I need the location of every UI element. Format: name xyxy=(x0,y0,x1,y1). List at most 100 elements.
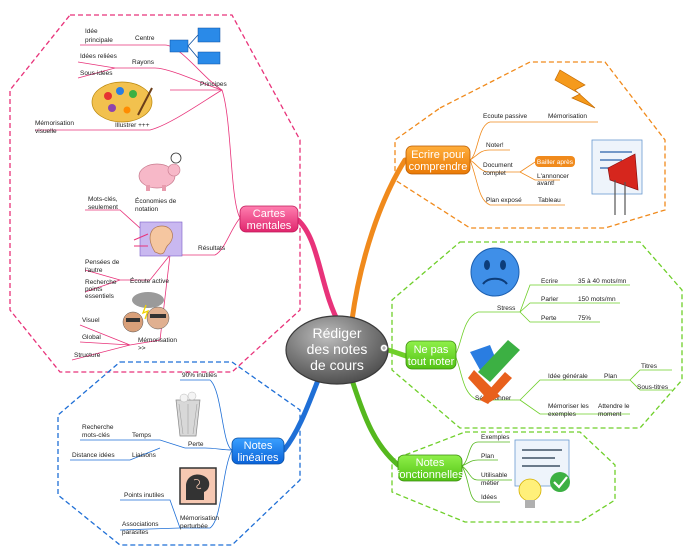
inutiles-label: 90% inutiles xyxy=(182,372,218,379)
cartes-mentales-node[interactable]: Cartes mentales xyxy=(239,205,299,233)
perte-value: 75% xyxy=(578,315,591,322)
illustrer-label: Illustrer +++ xyxy=(115,122,150,129)
connector-cartes xyxy=(295,217,343,328)
palette-icon xyxy=(91,81,153,123)
center-line-3: de cours xyxy=(310,357,364,373)
nepas-title-l2: tout noter xyxy=(408,356,455,368)
recherche-points-l1: Recherche xyxy=(85,279,117,286)
fonctionnelles-title-l1: Notes xyxy=(416,457,445,469)
recherche-points-l3: essentiels xyxy=(85,293,115,300)
fonctionnelles-group-outline xyxy=(391,431,616,523)
ecoute-passive-label: Ecoute passive xyxy=(483,113,527,120)
centre-label: Centre xyxy=(135,35,155,42)
memoriser-l2: exemples xyxy=(548,411,577,418)
memorisation-visuelle-l1: Mémorisation xyxy=(35,120,74,127)
brain-storm-icon xyxy=(122,292,170,333)
economies-l2: notation xyxy=(135,206,159,213)
ecrire-memorisation-label: Mémorisation xyxy=(548,113,587,120)
exemples-label: Exemples xyxy=(481,434,510,441)
stress-label: Stress xyxy=(497,305,516,312)
bailler-apres-bubble: Bailler après xyxy=(535,156,575,167)
nepas-group-outline xyxy=(391,241,683,429)
lineaires-title-l2: linéaires xyxy=(238,452,279,464)
rayons-label: Rayons xyxy=(132,59,155,66)
notes-fonctionnelles-node[interactable]: Notes fonctionnelles xyxy=(396,454,464,482)
recherche-points-l2: points xyxy=(85,286,103,293)
fonctionnelles-lines xyxy=(461,441,512,503)
sad-face-icon xyxy=(470,247,520,297)
idee-principale-l2: principale xyxy=(85,37,113,44)
lineaires-lines xyxy=(70,379,233,531)
fonction-plan-label: Plan xyxy=(481,453,494,460)
points-inutiles-label: Points inutiles xyxy=(124,492,165,499)
connector-ecrire xyxy=(349,157,408,323)
structure-label: Structure xyxy=(74,352,101,359)
principes-label: Principes xyxy=(200,81,227,88)
associations-l2: parasites xyxy=(122,529,149,536)
parler-value: 150 mots/mn xyxy=(578,296,616,303)
cartes-title-l2: mentales xyxy=(247,220,292,232)
memorisation-perturbee-l2: perturbée xyxy=(180,523,208,530)
perte-label: Perte xyxy=(188,441,204,448)
utilisable-l2: métier xyxy=(481,480,500,487)
ecrire-group-outline xyxy=(394,61,666,229)
sous-idees-label: Sous-idées xyxy=(80,70,113,77)
mots-cles-l1: Mots-clés, xyxy=(88,196,118,203)
attendre-l2: moment xyxy=(598,411,622,418)
notes-lineaires-node[interactable]: Notes linéaires xyxy=(231,437,285,465)
wastebasket-icon xyxy=(175,391,201,437)
cartes-title-l1: Cartes xyxy=(253,208,286,220)
parler-label: Parler xyxy=(541,296,559,303)
memorisation-perturbee-l1: Mémorisation xyxy=(180,515,219,522)
tableau-label: Tableau xyxy=(538,197,561,204)
document-l2: complet xyxy=(483,170,506,177)
ear-icon xyxy=(133,221,183,257)
resultats-label: Résultats xyxy=(198,245,226,252)
document-lightbulb-icon xyxy=(514,439,570,508)
ecoute-active-label: Écoute active xyxy=(130,276,169,285)
center-line-1: Rédiger xyxy=(312,325,361,341)
ecrire-label: Ecrire xyxy=(541,278,558,285)
visuel-label: Visuel xyxy=(82,317,100,324)
lineaires-title-l1: Notes xyxy=(244,440,273,452)
sous-titres-label: Sous-titres xyxy=(637,384,669,391)
pensees-l1: Pensées de xyxy=(85,259,120,266)
megaphone-board-icon xyxy=(591,139,643,215)
ecrire-value: 35 à 40 mots/mn xyxy=(578,278,627,285)
perte-label-2: Perte xyxy=(541,315,557,322)
bailler-apres-label: Bailler après xyxy=(537,159,574,166)
economies-l1: Économies de xyxy=(135,196,177,205)
annoncer-l2: avant! xyxy=(537,180,555,187)
connector-nepas xyxy=(385,347,409,359)
selection-arrows-icon xyxy=(468,340,520,404)
diagram-boxes-icon xyxy=(169,27,221,65)
temps-label: Temps xyxy=(132,432,152,439)
attendre-l1: Attendre le xyxy=(598,403,630,410)
idees-reliees-label: Idées reliées xyxy=(80,53,118,60)
fonctionnelles-title-l2: fonctionnelles xyxy=(396,469,464,481)
nepas-lines xyxy=(454,284,672,415)
ecrire-title-l2: comprendre xyxy=(409,161,468,173)
mots-cles-l2: seulement xyxy=(88,204,118,211)
lightning-icon xyxy=(554,69,596,109)
connector-fonctionnelles xyxy=(349,377,401,468)
ecrire-pour-comprendre-node[interactable]: Ecrire pour comprendre xyxy=(405,145,471,175)
center-line-2: des notes xyxy=(307,341,368,357)
plan-label: Plan xyxy=(604,373,617,380)
pensees-l2: l'autre xyxy=(85,267,103,274)
global-label: Global xyxy=(82,334,101,341)
nepas-title-l1: Ne pas xyxy=(414,344,449,356)
attachment-icon[interactable] xyxy=(380,344,388,352)
document-l1: Document xyxy=(483,162,513,169)
associations-l1: Associations xyxy=(122,521,159,528)
liaisons-label: Liaisons xyxy=(132,452,157,459)
ne-pas-tout-noter-node[interactable]: Ne pas tout noter xyxy=(405,340,457,370)
ecrire-lines xyxy=(469,121,598,206)
confused-head-icon xyxy=(179,467,217,505)
distance-idees-label: Distance idées xyxy=(72,452,115,459)
idee-principale-l1: Idée xyxy=(85,28,98,35)
memoriser-l1: Mémoriser les xyxy=(548,403,590,410)
central-topic-node[interactable]: Rédiger des notes de cours xyxy=(285,315,389,385)
